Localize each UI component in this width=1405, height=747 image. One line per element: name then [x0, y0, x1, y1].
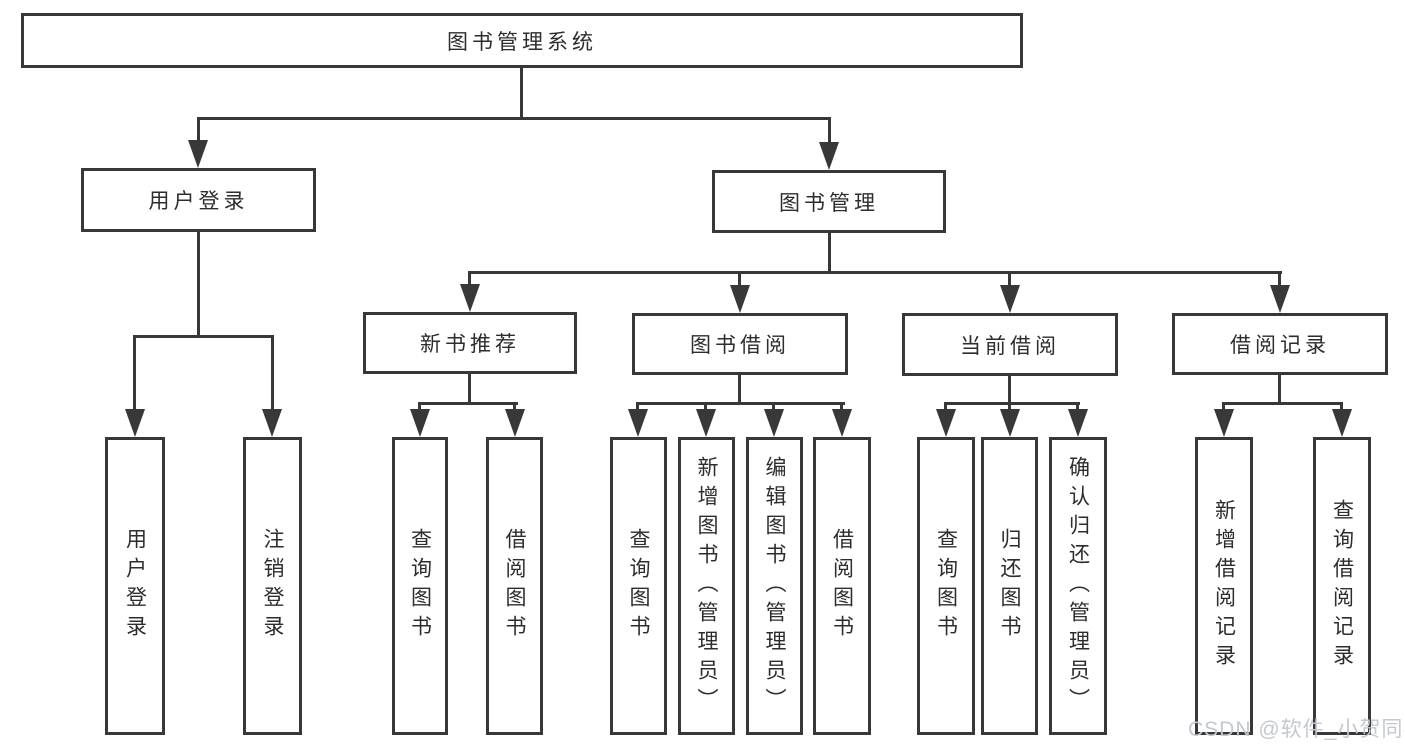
- leaf-label: 确认归还（管理员）: [1066, 455, 1090, 717]
- node-new-book-recommend-label: 新书推荐: [420, 333, 520, 356]
- leaf-query-books-recommend: 查询图书: [392, 437, 448, 735]
- connector-login-horizontal: [133, 335, 274, 338]
- arrow-down-icon: [819, 142, 839, 170]
- connector-records-shaft: [1278, 271, 1281, 293]
- csdn-watermark: CSDN @软件_小贺同学: [1188, 718, 1405, 741]
- leaf-label: 编辑图书（管理员）: [763, 455, 786, 717]
- arrow-down-icon: [730, 285, 750, 313]
- leaf-label: 借阅图书: [503, 528, 526, 644]
- leaf-return-book: 归还图书: [981, 437, 1038, 735]
- node-root-library-system: 图书管理系统: [21, 13, 1023, 68]
- node-root-label: 图书管理系统: [447, 30, 597, 54]
- node-user-login-label: 用户登录: [148, 190, 249, 213]
- node-borrow-records-label: 借阅记录: [1230, 334, 1330, 357]
- connector-current-shaft: [1008, 271, 1011, 293]
- leaf-borrow-books-recommend: 借阅图书: [486, 437, 543, 735]
- arrow-down-icon: [125, 409, 145, 437]
- node-book-management: 图书管理: [712, 170, 946, 233]
- connector-login-shaft: [197, 117, 200, 155]
- connector-records-horizontal: [1222, 402, 1343, 405]
- leaf-label: 查询图书: [408, 528, 432, 644]
- node-current-borrow-label: 当前借阅: [960, 334, 1060, 358]
- arrow-down-icon: [832, 409, 852, 437]
- connector-level2-horizontal: [197, 117, 831, 120]
- leaf-query-books-current: 查询图书: [917, 437, 975, 735]
- node-book-management-label: 图书管理: [779, 191, 879, 215]
- leaf-add-book-admin: 新增图书（管理员）: [678, 437, 735, 735]
- arrow-down-icon: [764, 409, 784, 437]
- leaf-edit-book-admin: 编辑图书（管理员）: [746, 437, 803, 735]
- arrow-down-icon: [1068, 409, 1088, 437]
- leaf-label: 查询借阅记录: [1330, 499, 1354, 673]
- arrow-down-icon: [262, 409, 282, 437]
- leaf-label: 查询图书: [627, 528, 650, 644]
- node-current-borrow: 当前借阅: [902, 313, 1118, 376]
- leaf-label: 查询图书: [934, 528, 958, 644]
- leaf-add-borrow-record: 新增借阅记录: [1195, 437, 1253, 735]
- connector-mgmt-down: [828, 233, 831, 274]
- connector-mgmt-shaft: [828, 117, 831, 157]
- node-book-borrow: 图书借阅: [632, 313, 848, 375]
- connector-recommend-down: [468, 374, 471, 405]
- arrow-down-icon: [1332, 409, 1352, 437]
- leaf-borrow-books: 借阅图书: [813, 437, 871, 735]
- arrow-down-icon: [696, 409, 716, 437]
- connector-current-horizontal: [944, 402, 1080, 405]
- node-borrow-records: 借阅记录: [1172, 313, 1388, 375]
- leaf-user-login: 用户登录: [105, 437, 165, 735]
- connector-current-down: [1008, 376, 1011, 405]
- node-new-book-recommend: 新书推荐: [363, 312, 577, 374]
- leaf-query-books-borrow: 查询图书: [610, 437, 667, 735]
- connector-borrow-shaft: [738, 271, 741, 293]
- arrow-down-icon: [628, 409, 648, 437]
- connector-level3-horizontal: [469, 271, 1282, 274]
- node-book-borrow-label: 图书借阅: [690, 334, 790, 357]
- connector-records-down: [1278, 375, 1281, 405]
- leaf-logout: 注销登录: [243, 437, 302, 735]
- node-user-login: 用户登录: [81, 168, 316, 232]
- arrow-down-icon: [410, 409, 430, 437]
- arrow-down-icon: [505, 409, 525, 437]
- arrow-down-icon: [1270, 285, 1290, 313]
- leaf-label: 用户登录: [123, 528, 147, 644]
- connector-borrow-down: [738, 375, 741, 405]
- leaf-label: 归还图书: [998, 528, 1021, 644]
- leaf-label: 新增图书（管理员）: [695, 455, 718, 717]
- leaf-label: 新增借阅记录: [1212, 499, 1236, 673]
- connector-root-vertical: [520, 68, 523, 118]
- arrow-down-icon: [460, 284, 480, 312]
- leaf-confirm-return-admin: 确认归还（管理员）: [1049, 437, 1107, 735]
- connector-login-leaf2-shaft: [271, 335, 274, 420]
- arrow-down-icon: [1000, 409, 1020, 437]
- leaf-label: 注销登录: [261, 528, 284, 644]
- leaf-label: 借阅图书: [830, 528, 854, 644]
- arrow-down-icon: [1000, 285, 1020, 313]
- connector-borrow-horizontal: [636, 402, 845, 405]
- connector-login-down: [197, 232, 200, 338]
- arrow-down-icon: [936, 409, 956, 437]
- connector-login-leaf1-shaft: [133, 335, 136, 420]
- arrow-down-icon: [188, 140, 208, 168]
- arrow-down-icon: [1214, 409, 1234, 437]
- leaf-query-borrow-record: 查询借阅记录: [1313, 437, 1371, 735]
- connector-recommend-horizontal: [419, 402, 518, 405]
- connector-recommend-shaft: [468, 271, 471, 293]
